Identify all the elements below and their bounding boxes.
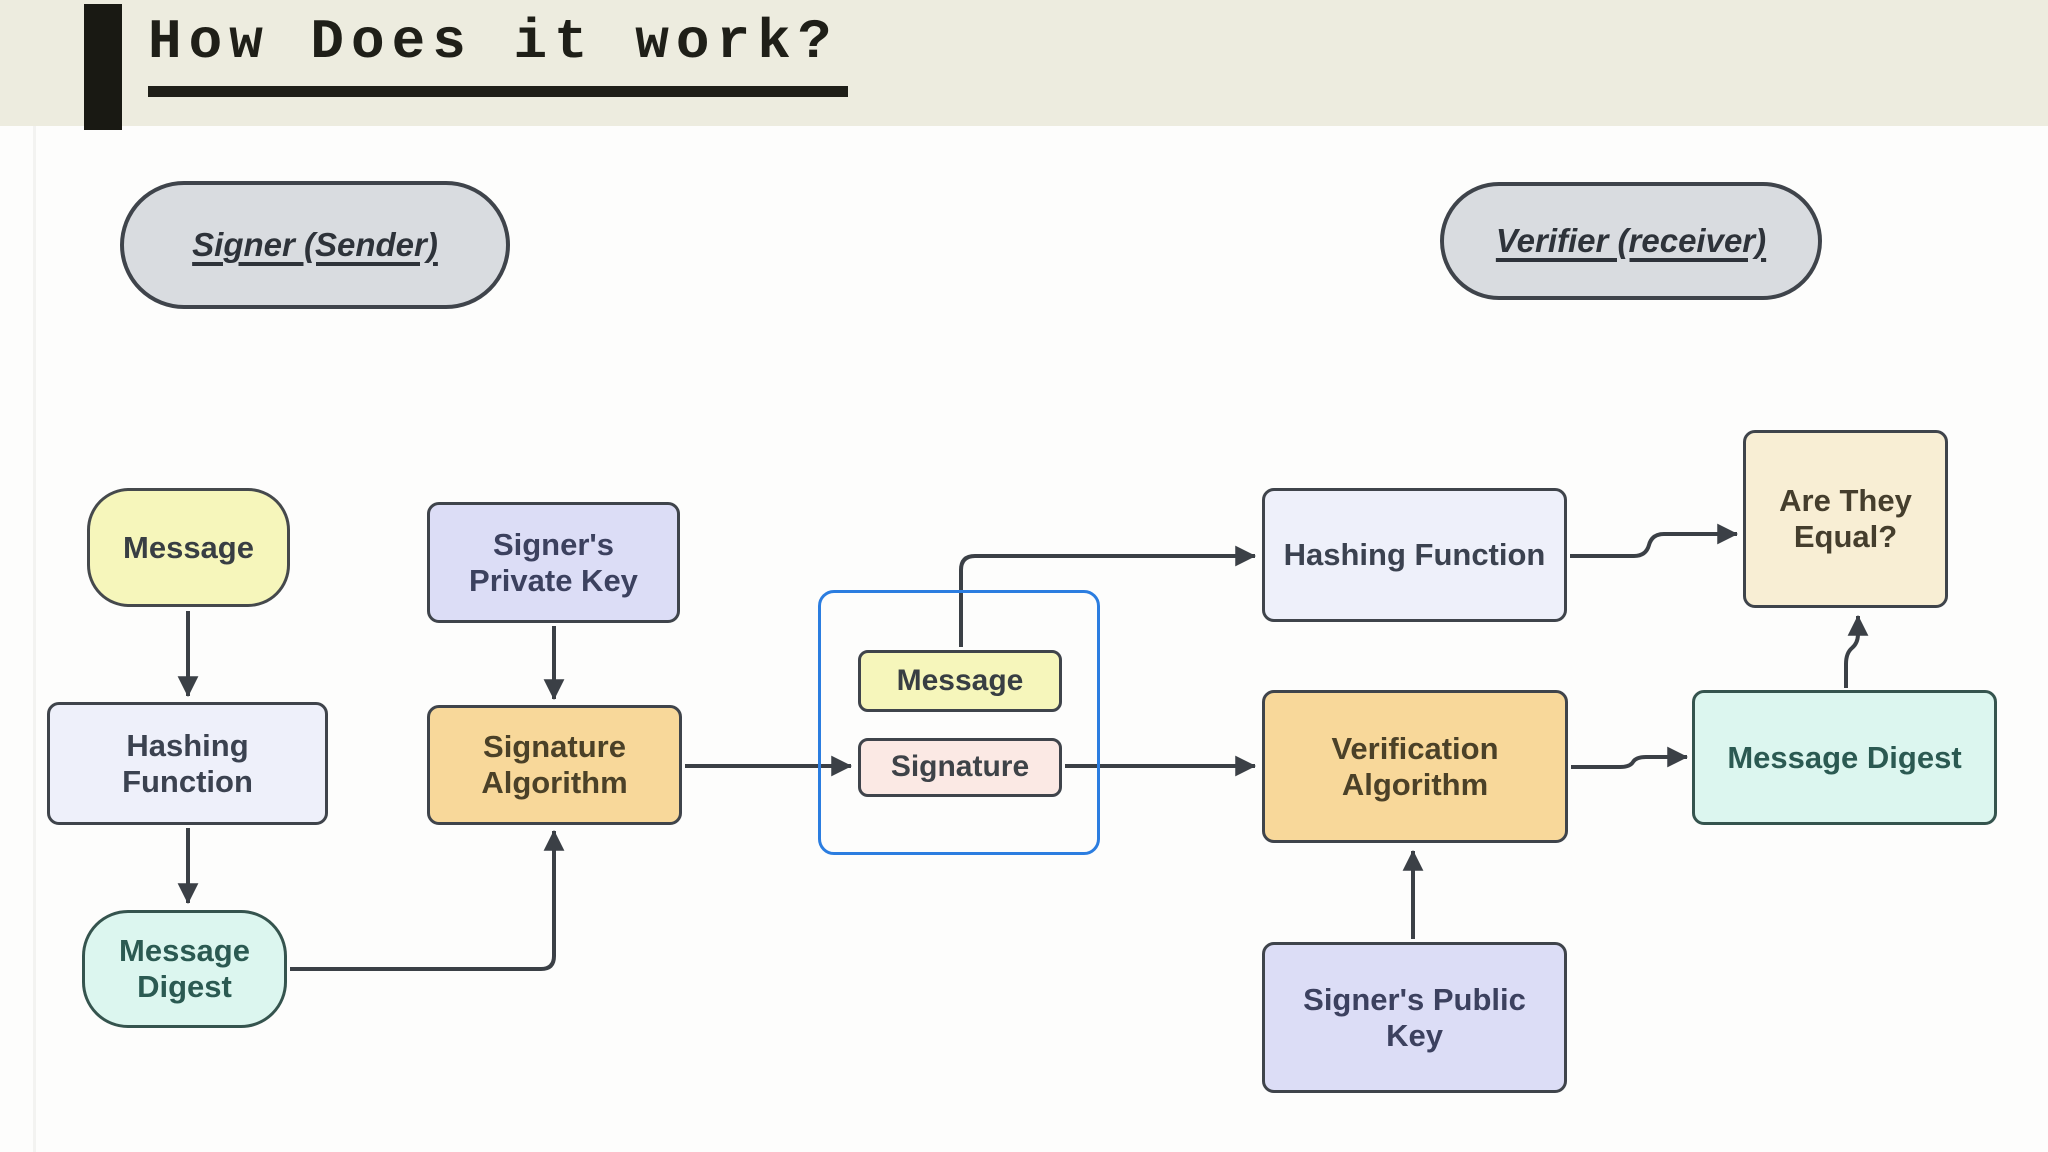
hashing-function-node-left: Hashing Function: [47, 702, 328, 825]
verification-algorithm-label: Verification Algorithm: [1331, 730, 1499, 802]
signature-algorithm-label: Signature Algorithm: [481, 729, 628, 800]
bundle-message-node: Message: [858, 650, 1062, 712]
are-they-equal-label: Are They Equal?: [1779, 483, 1912, 554]
hashing-function-left-label: Hashing Function: [122, 727, 253, 799]
hashing-function-node-right: Hashing Function: [1262, 488, 1567, 622]
arrow-digest-right-to-are-equal: [1844, 614, 1869, 688]
signers-public-key-node: Signer's Public Key: [1262, 942, 1567, 1093]
verifier-receiver-label: Verifier (receiver): [1495, 222, 1767, 260]
message-digest-node-left: Message Digest: [82, 910, 287, 1028]
message-digest-left-label: Message Digest: [119, 933, 250, 1004]
message-label: Message: [123, 529, 254, 565]
signers-private-key-node: Signer's Private Key: [427, 502, 680, 623]
signature-algorithm-node: Signature Algorithm: [427, 705, 682, 825]
signed-bundle-container: [818, 590, 1100, 855]
signers-public-key-label: Signer's Public Key: [1303, 981, 1526, 1053]
page-title: How Does it work?: [148, 6, 849, 97]
bundle-signature-node: Signature: [858, 738, 1062, 797]
hashing-function-right-label: Hashing Function: [1283, 537, 1546, 573]
arrow-bundle-message-to-hashing-right: [959, 545, 1257, 647]
bundle-signature-label: Signature: [890, 750, 1030, 784]
message-digest-right-label: Message Digest: [1727, 739, 1962, 775]
left-edge-rule: [33, 126, 36, 1152]
header-band: [0, 0, 2048, 126]
signer-sender-label: Signer (Sender): [192, 226, 438, 264]
title-accent-bar: [84, 4, 122, 130]
message-digest-node-right: Message Digest: [1692, 690, 1997, 825]
verifier-receiver-pill: Verifier (receiver): [1440, 182, 1822, 300]
are-they-equal-node: Are They Equal?: [1743, 430, 1948, 608]
verification-algorithm-node: Verification Algorithm: [1262, 690, 1568, 843]
arrow-verification-to-digest-right: [1571, 746, 1689, 769]
message-node: Message: [87, 488, 290, 607]
arrow-hashing-right-to-are-equal: [1570, 523, 1739, 558]
bundle-message-label: Message: [896, 663, 1024, 697]
signer-sender-pill: Signer (Sender): [120, 181, 510, 309]
signers-private-key-label: Signer's Private Key: [469, 526, 638, 598]
arrow-digest-to-signature-algorithm: [290, 829, 565, 971]
